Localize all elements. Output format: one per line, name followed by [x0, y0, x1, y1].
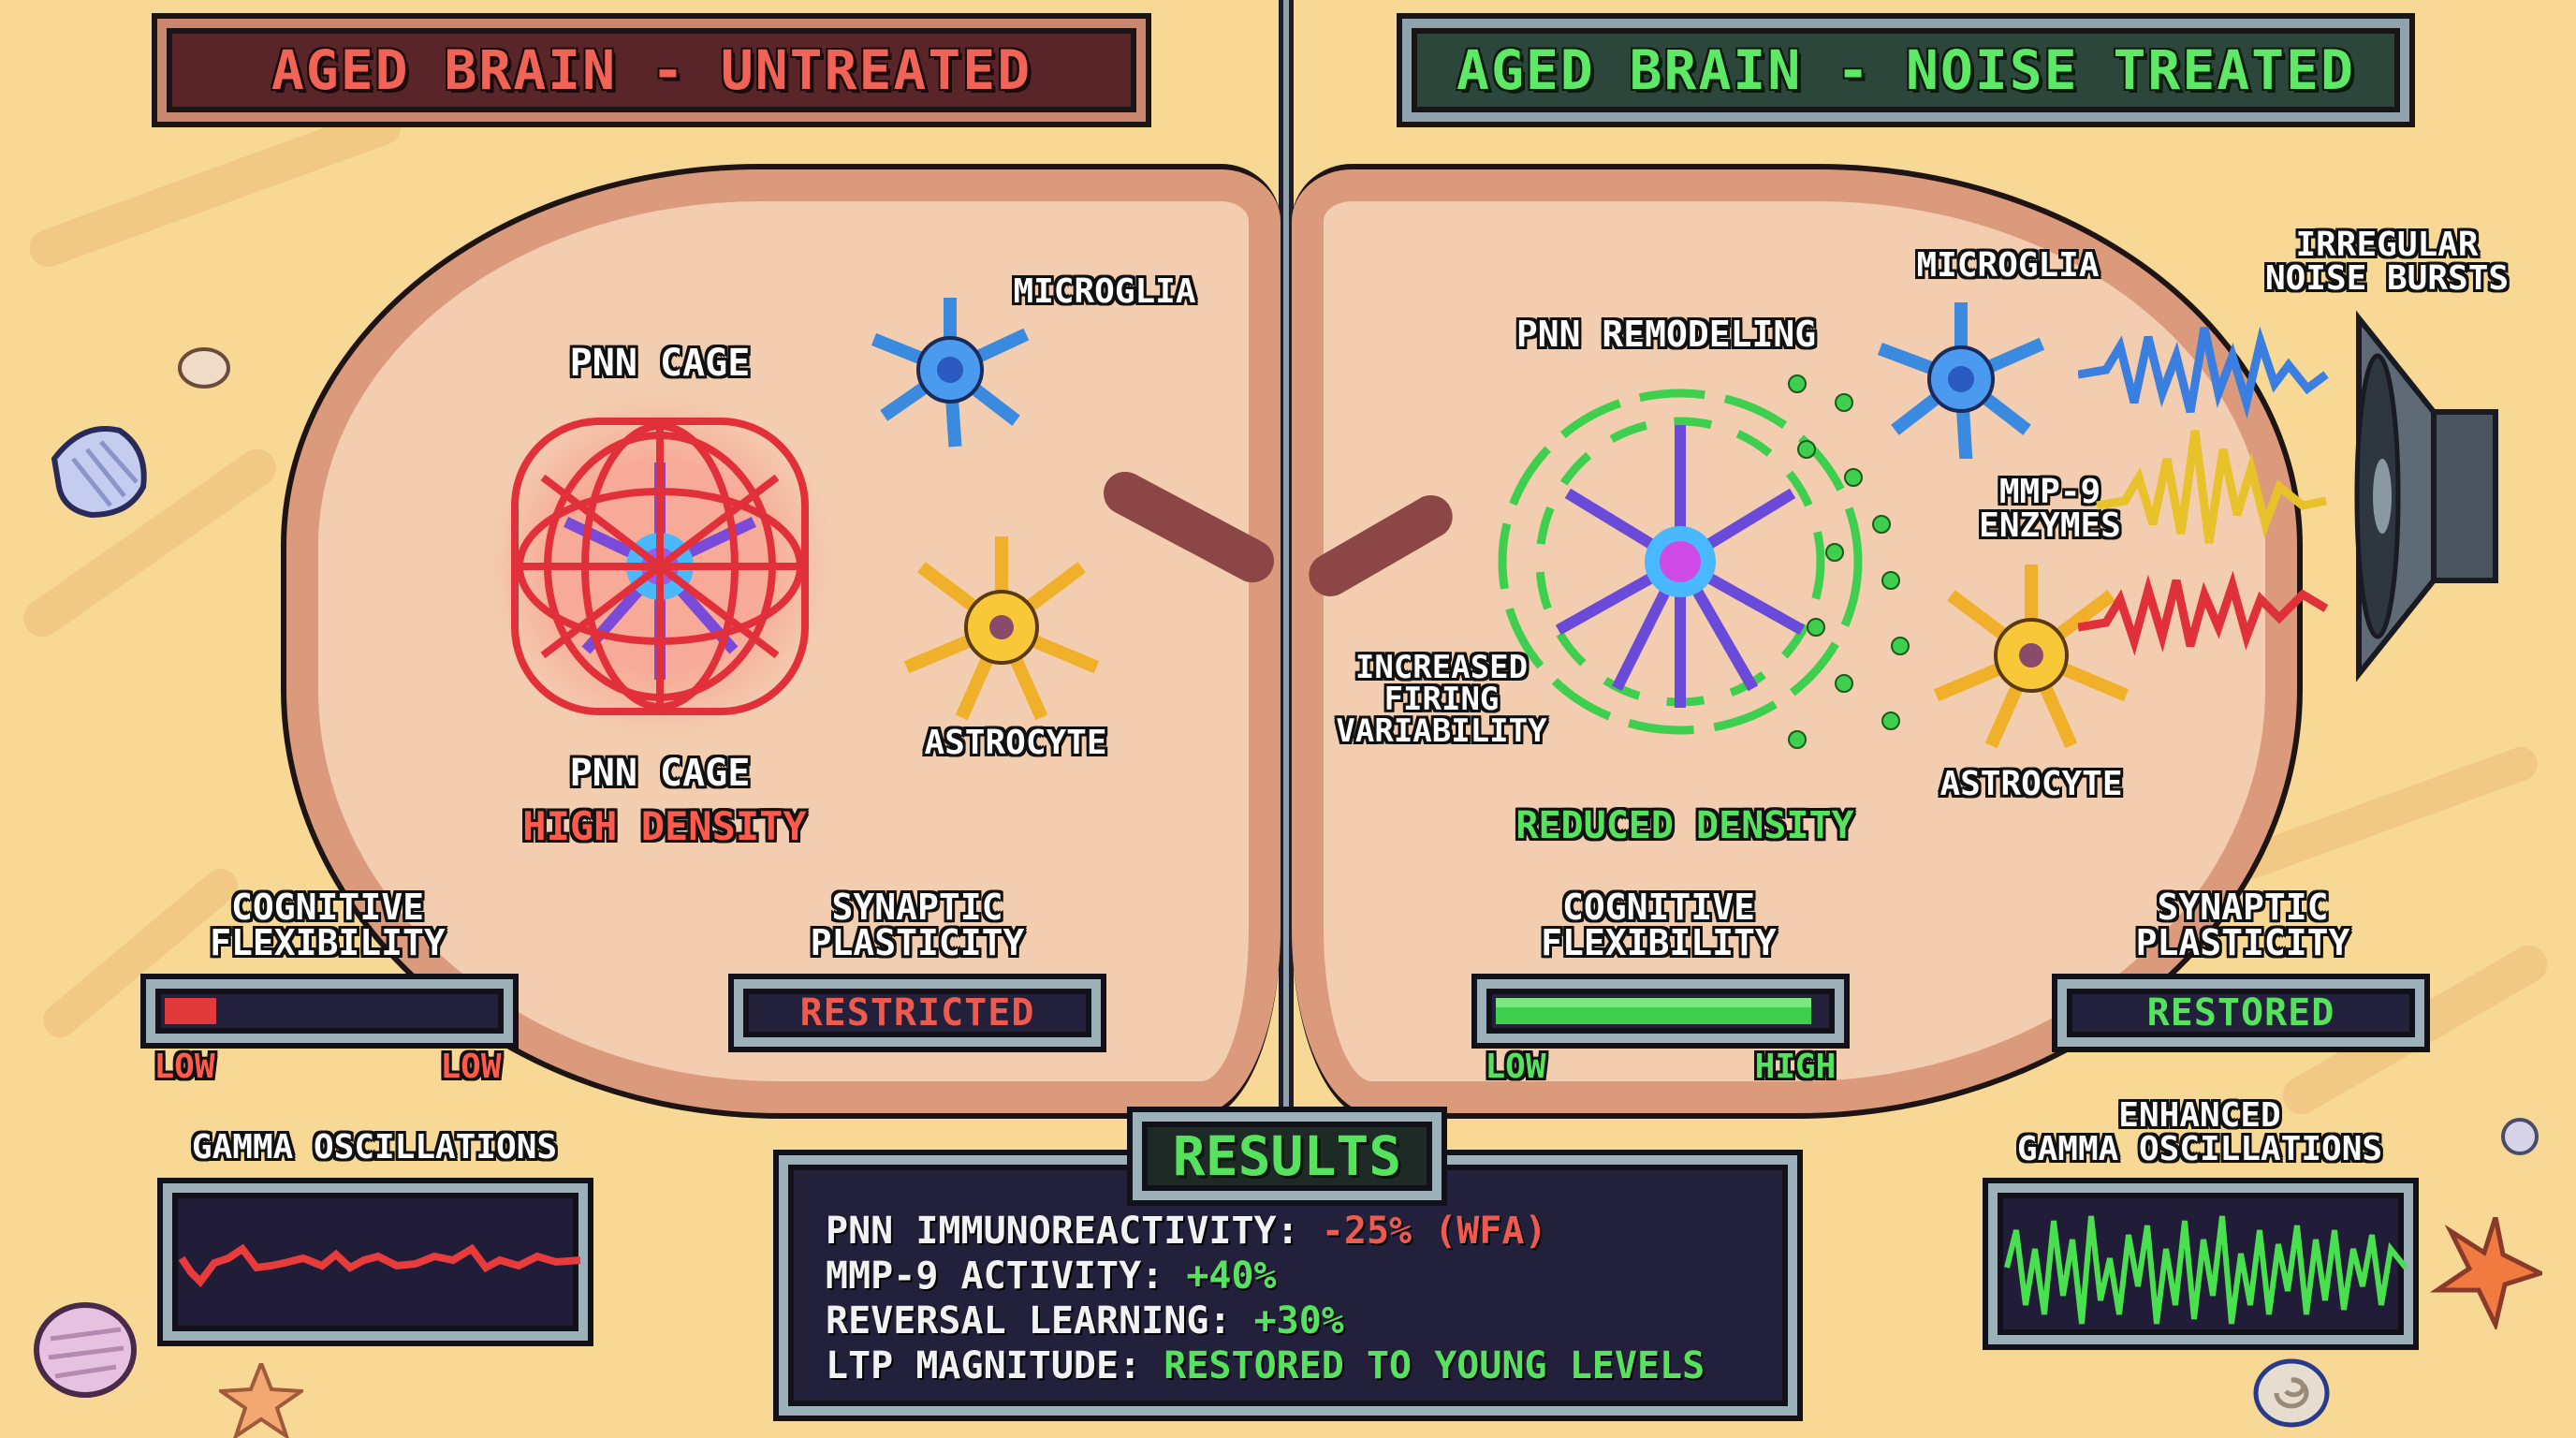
result-value: +40% — [1186, 1255, 1277, 1298]
label-reduced-density: REDUCED DENSITY — [1515, 804, 1854, 847]
result-label: LTP MAGNITUDE: — [826, 1344, 1164, 1387]
right-title-text: AGED BRAIN - NOISE TREATED — [1456, 38, 2355, 102]
result-label: REVERSAL LEARNING: — [826, 1299, 1254, 1343]
label-synaptic-plasticity-left: SYNAPTIC PLASTICITY — [810, 887, 1025, 963]
result-row: PNN IMMUNOREACTIVITY: -25% (WFA) — [826, 1210, 1547, 1253]
noise-waves — [2078, 318, 2331, 665]
shell-icon — [32, 1301, 139, 1400]
label-synaptic-plasticity-right: SYNAPTIC PLASTICITY — [2135, 887, 2350, 963]
label-high-density: HIGH DENSITY — [522, 803, 807, 849]
cognitive-flexibility-meter-left — [140, 974, 519, 1049]
result-label: MMP-9 ACTIVITY: — [826, 1255, 1187, 1298]
shell-icon — [45, 421, 153, 520]
left-title-text: AGED BRAIN - UNTREATED — [271, 38, 1032, 102]
label-astrocyte-left: ASTROCYTE — [924, 724, 1107, 762]
label-gamma-right: ENHANCED GAMMA OSCILLATIONS — [2016, 1096, 2383, 1168]
label-noise-bursts: IRREGULAR NOISE BURSTS — [2264, 226, 2510, 298]
pnn-remodeling-icon — [1479, 365, 1881, 758]
microglia-icon — [1872, 300, 2050, 459]
spiral-shell-icon — [2252, 1357, 2331, 1429]
meter-fill-right — [1496, 998, 1812, 1024]
label-pnn-cage-bottom: PNN CAGE — [569, 752, 751, 795]
microglia-icon — [861, 290, 1039, 449]
label-cognitive-flexibility-right: COGNITIVE FLEXIBILITY — [1541, 887, 1777, 963]
noise-wave-yellow — [2096, 430, 2327, 544]
panel-divider — [1279, 0, 1294, 1123]
result-label: PNN IMMUNOREACTIVITY: — [826, 1210, 1322, 1253]
label-astrocyte-right: ASTROCYTE — [1939, 765, 2123, 803]
mmp9-particles — [1778, 365, 1947, 758]
pebble-icon — [176, 345, 232, 391]
label-gamma-left: GAMMA OSCILLATIONS — [191, 1128, 558, 1167]
results-title-text: RESULTS — [1172, 1124, 1402, 1188]
result-row: MMP-9 ACTIVITY: +40% — [826, 1255, 1277, 1298]
noise-wave-blue — [2078, 326, 2329, 419]
synaptic-plasticity-status-left: RESTRICTED — [728, 974, 1106, 1052]
label-firing-variability: INCREASED FIRING VARIABILITY — [1336, 649, 1547, 750]
synaptic-plasticity-status-right: RESTORED — [2052, 974, 2430, 1052]
meter-min-label-left: LOW — [154, 1048, 215, 1086]
left-panel-title: AGED BRAIN - UNTREATED — [152, 13, 1151, 127]
astrocyte-icon — [1928, 562, 2134, 749]
result-row: REVERSAL LEARNING: +30% — [826, 1299, 1344, 1343]
noise-wave-red — [2078, 570, 2329, 656]
result-value: -25% (WFA) — [1321, 1210, 1547, 1253]
label-microglia-left: MICROGLIA — [1013, 272, 1196, 311]
meter-max-label-left: LOW — [440, 1048, 502, 1086]
sand-ripple — [23, 102, 407, 272]
pnn-cage-icon — [487, 393, 833, 740]
status-restored: RESTORED — [2146, 991, 2335, 1034]
meter-max-label-right: HIGH — [1754, 1048, 1837, 1086]
gamma-oscilloscope-right — [1983, 1178, 2419, 1350]
label-mmp9-enzymes: MMP-9 ENZYMES — [1979, 473, 2121, 545]
astrocyte-icon — [899, 534, 1105, 721]
gamma-oscilloscope-left — [157, 1178, 593, 1346]
pebble-icon — [2499, 1116, 2540, 1157]
cognitive-flexibility-meter-right — [1471, 974, 1850, 1049]
results-title: RESULTS — [1127, 1107, 1447, 1206]
label-cognitive-flexibility-left: COGNITIVE FLEXIBILITY — [210, 887, 446, 963]
result-value: RESTORED TO YOUNG LEVELS — [1164, 1344, 1705, 1387]
speaker-icon — [2340, 309, 2499, 683]
starfish-icon — [2430, 1217, 2542, 1329]
status-restricted: RESTRICTED — [799, 991, 1035, 1034]
label-microglia-right: MICROGLIA — [1916, 246, 2100, 285]
result-value: +30% — [1253, 1299, 1344, 1343]
meter-fill-left — [165, 998, 216, 1024]
starfish-icon — [219, 1363, 303, 1438]
result-row: LTP MAGNITUDE: RESTORED TO YOUNG LEVELS — [826, 1344, 1705, 1387]
label-pnn-remodeling: PNN REMODELING — [1515, 314, 1817, 355]
right-panel-title: AGED BRAIN - NOISE TREATED — [1397, 13, 2415, 127]
meter-min-label-right: LOW — [1485, 1048, 1546, 1086]
label-pnn-cage-top: PNN CAGE — [569, 342, 751, 385]
